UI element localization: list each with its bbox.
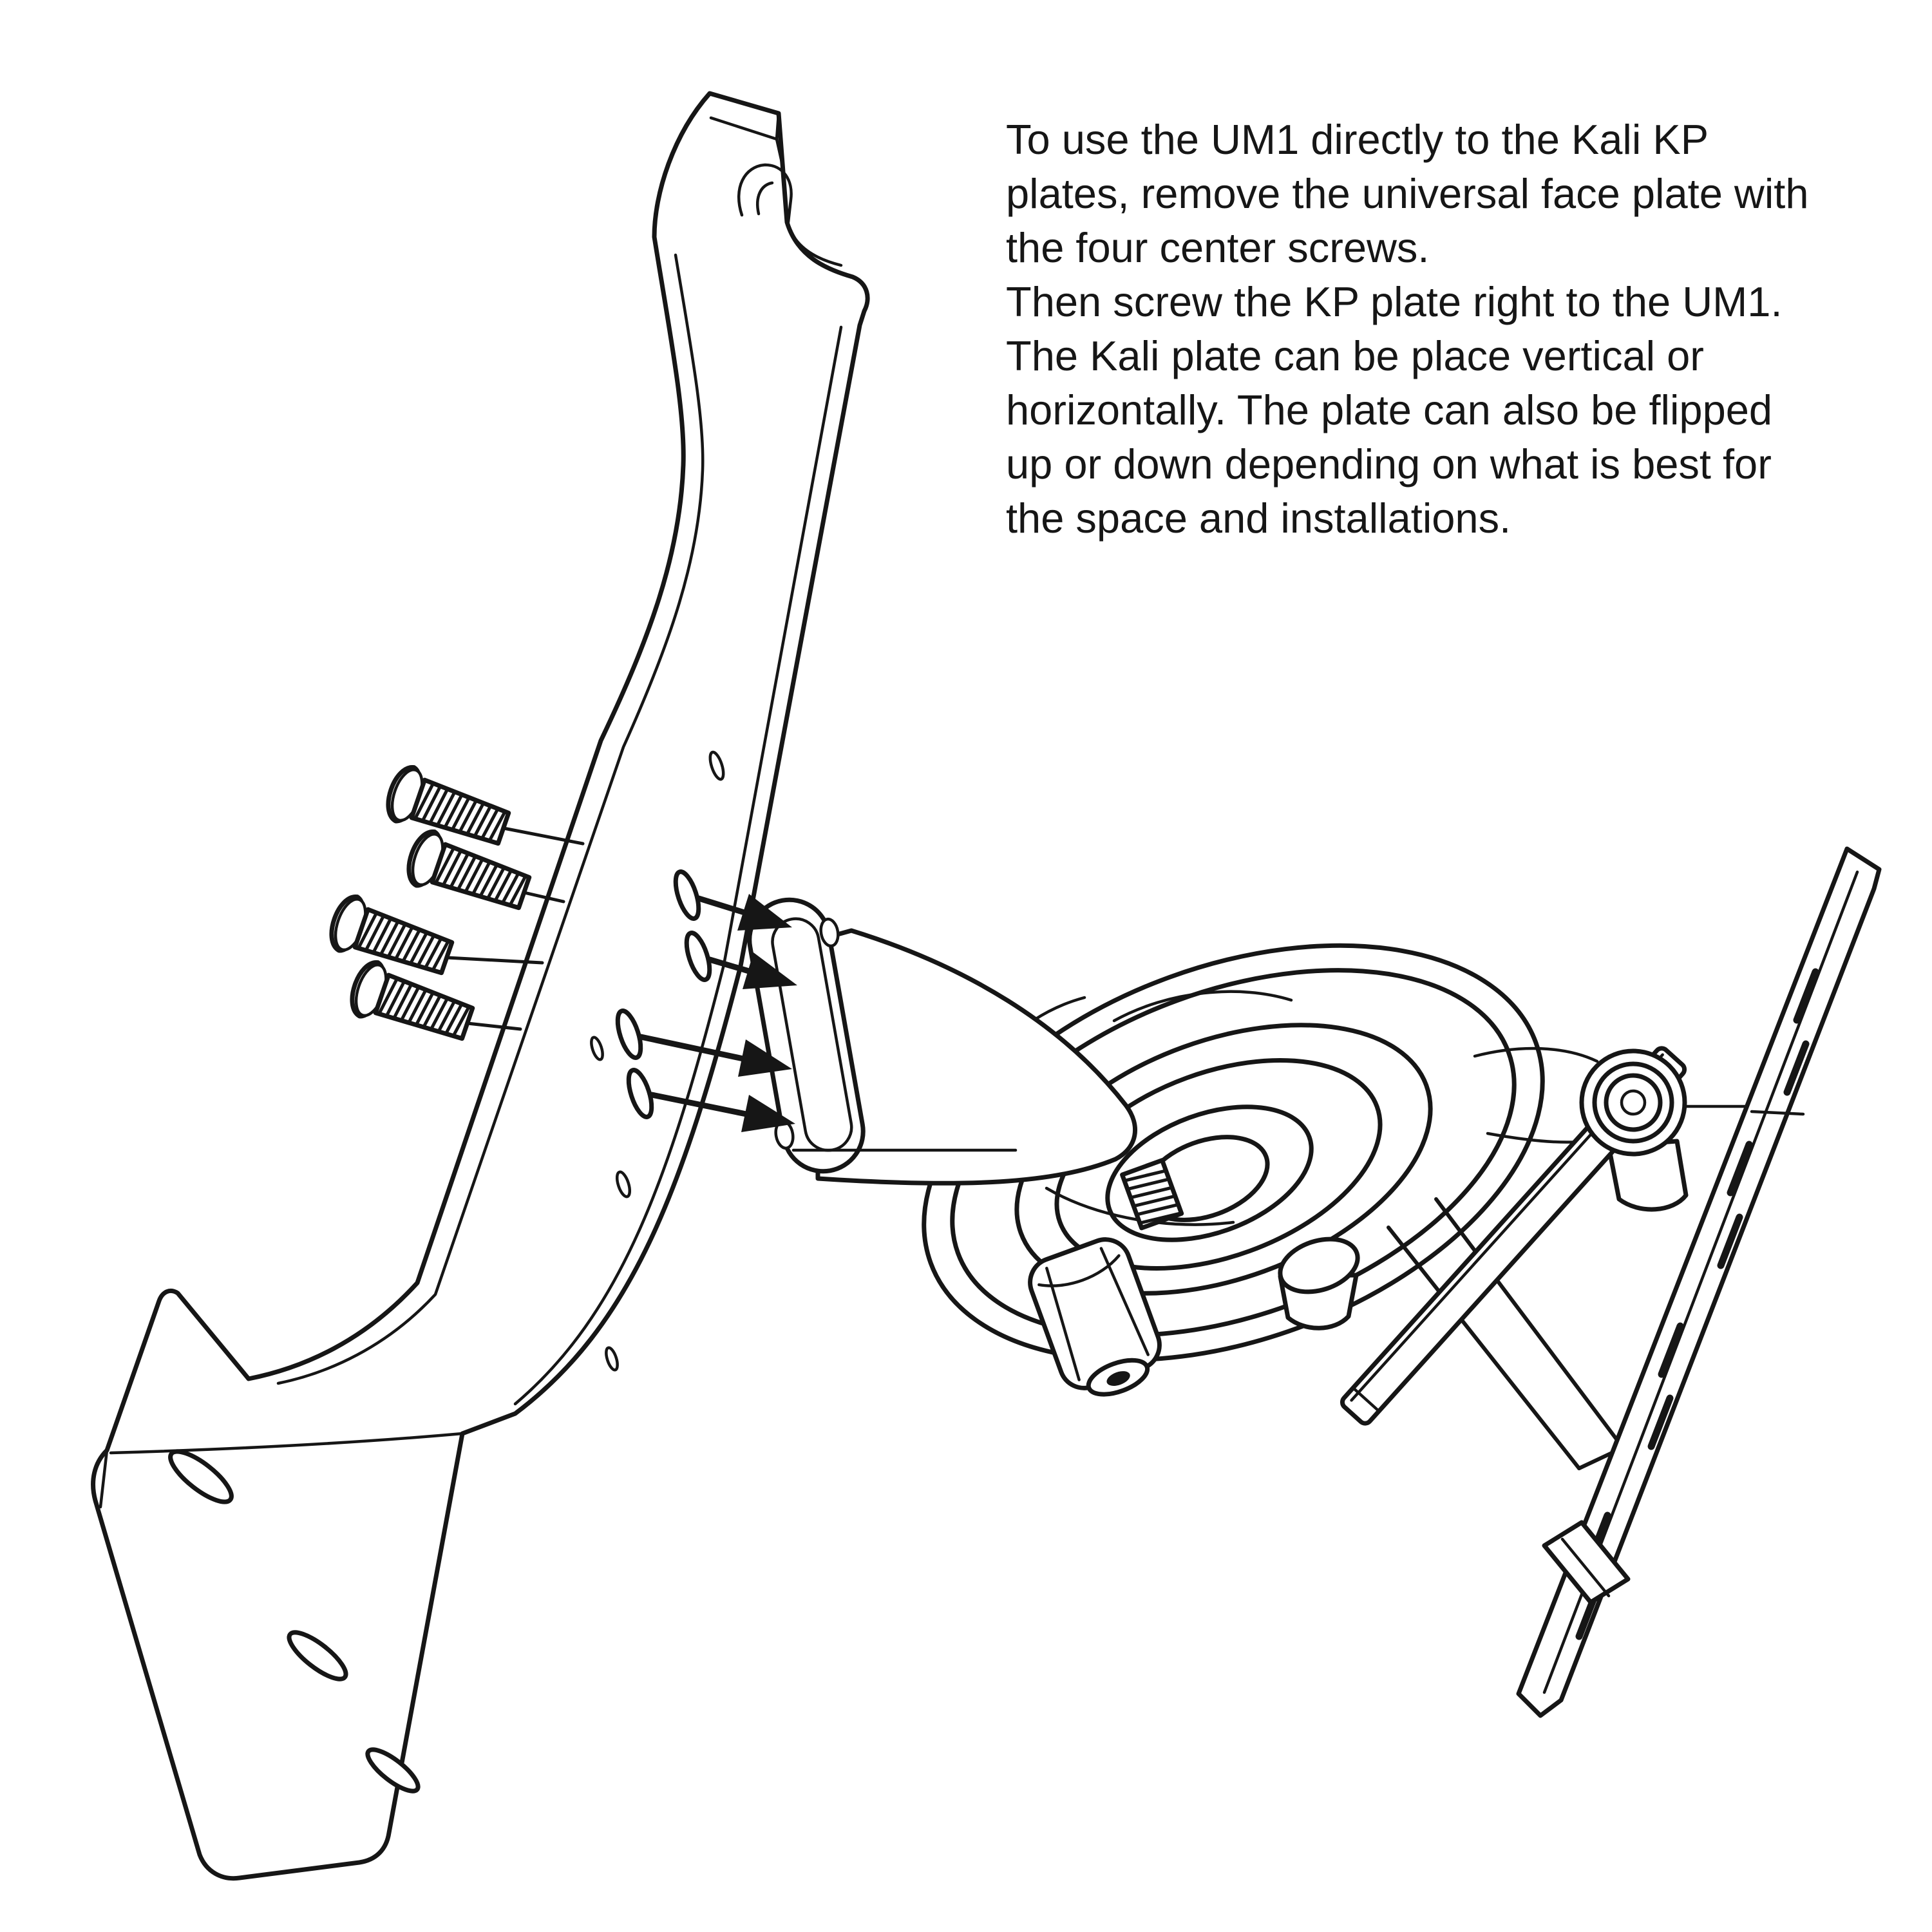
- foot-slot: [365, 1747, 421, 1794]
- instruction-line: the four center screws.: [1006, 224, 1430, 271]
- screw-hole: [684, 931, 712, 982]
- boss-cylinder: [1278, 1236, 1360, 1331]
- instruction-text: To use the UM1 directly to the Kali KP p…: [1006, 113, 1911, 545]
- mount-arm-horn: [814, 928, 1137, 1186]
- pivot-ring: [1592, 1061, 1674, 1144]
- tab-slot: [737, 163, 793, 224]
- pilot-hole: [605, 1346, 619, 1372]
- arrow-head: [743, 952, 797, 989]
- arrow: [638, 1034, 792, 1077]
- pilot-hole: [615, 1170, 632, 1198]
- screw-axis-line: [466, 1021, 522, 1031]
- top-tab: [709, 111, 793, 224]
- arrow: [649, 1092, 795, 1132]
- screw: [325, 892, 456, 984]
- foot-top-edge: [109, 1432, 464, 1455]
- left-edge-thickness: [276, 253, 705, 1385]
- knob-shoulder: [1037, 1254, 1121, 1287]
- arrow-shaft: [638, 1034, 746, 1062]
- instruction-line: Then screw the KP plate right to the UM1…: [1006, 278, 1783, 325]
- support-arm: [1387, 1226, 1581, 1470]
- arrow-shaft: [649, 1092, 750, 1117]
- screw: [382, 762, 513, 855]
- plate-holes: [590, 750, 725, 1372]
- pivot-knob: [1579, 1048, 1687, 1157]
- pivot-ring: [1579, 1048, 1687, 1157]
- screw: [402, 827, 533, 919]
- disc-detail-arc: [1112, 990, 1293, 1023]
- disc-ring: [1014, 1023, 1433, 1296]
- arrow-head: [737, 894, 792, 931]
- screw-hole: [673, 869, 701, 921]
- arrow: [706, 952, 797, 989]
- arrow-shaft: [706, 956, 752, 974]
- pilot-hole: [590, 1036, 604, 1061]
- kp-plate: [1516, 846, 1882, 1718]
- instruction-line: plates, remove the universal face plate …: [1006, 170, 1809, 217]
- screw-axis-line: [502, 826, 585, 846]
- foot-left-facet: [99, 1448, 109, 1509]
- right-edge-thickness: [513, 325, 843, 1406]
- boss-top-face: [1278, 1236, 1360, 1294]
- bolt-thread-hatching: [1124, 1169, 1182, 1225]
- pivot-to-plate-stub: [1750, 1110, 1805, 1116]
- s-bend-inner-line: [785, 220, 843, 267]
- channel-inner: [1560, 1537, 1611, 1598]
- foot-block: [99, 1432, 464, 1794]
- pivot-cylinder: [1606, 1139, 1689, 1212]
- tab-fold-line: [775, 137, 784, 164]
- pivot-socket: [1620, 1089, 1647, 1116]
- foot-slot: [287, 1630, 348, 1681]
- arrow: [696, 894, 792, 931]
- bracket-outline: [91, 91, 870, 1881]
- pivot-arm-line: [1473, 1046, 1599, 1063]
- flange-hole: [819, 917, 840, 948]
- pivot-ring: [1604, 1073, 1663, 1132]
- instruction-line: The Kali plate can be place vertical or: [1006, 332, 1704, 379]
- tension-knob: [1028, 1237, 1162, 1397]
- instruction-line: horizontally. The plate can also be flip…: [1006, 386, 1773, 433]
- screw-axis-line: [445, 956, 544, 965]
- arrow-shaft: [696, 895, 748, 916]
- mounting-screws: [325, 762, 585, 1050]
- instruction-line: To use the UM1 directly to the Kali KP: [1006, 116, 1709, 163]
- insertion-arrows: [638, 894, 797, 1132]
- instruction-line: up or down depending on what is best for: [1006, 440, 1772, 488]
- center-bolt: [1120, 1158, 1184, 1231]
- tab-slot-inner: [756, 181, 774, 216]
- screw-hole: [615, 1009, 643, 1060]
- um1-bracket: [91, 91, 870, 1881]
- kp-plate-outline: [1516, 846, 1882, 1718]
- arrow-head: [741, 1095, 795, 1132]
- um1-flange: [747, 897, 866, 1174]
- arrow-head: [738, 1039, 792, 1077]
- channel-bracket: [1542, 1520, 1631, 1605]
- instruction-line: the space and installations.: [1006, 495, 1511, 542]
- screw-hole: [626, 1068, 654, 1119]
- lever-end-cap: [1352, 1387, 1379, 1412]
- foot-slot: [168, 1449, 234, 1504]
- pilot-hole: [708, 750, 725, 781]
- knob-socket-hole: [1106, 1371, 1130, 1386]
- support-arm: [1434, 1197, 1625, 1450]
- screw-axis-line: [522, 891, 565, 904]
- screw: [346, 958, 477, 1050]
- disc-ring: [1054, 1057, 1383, 1271]
